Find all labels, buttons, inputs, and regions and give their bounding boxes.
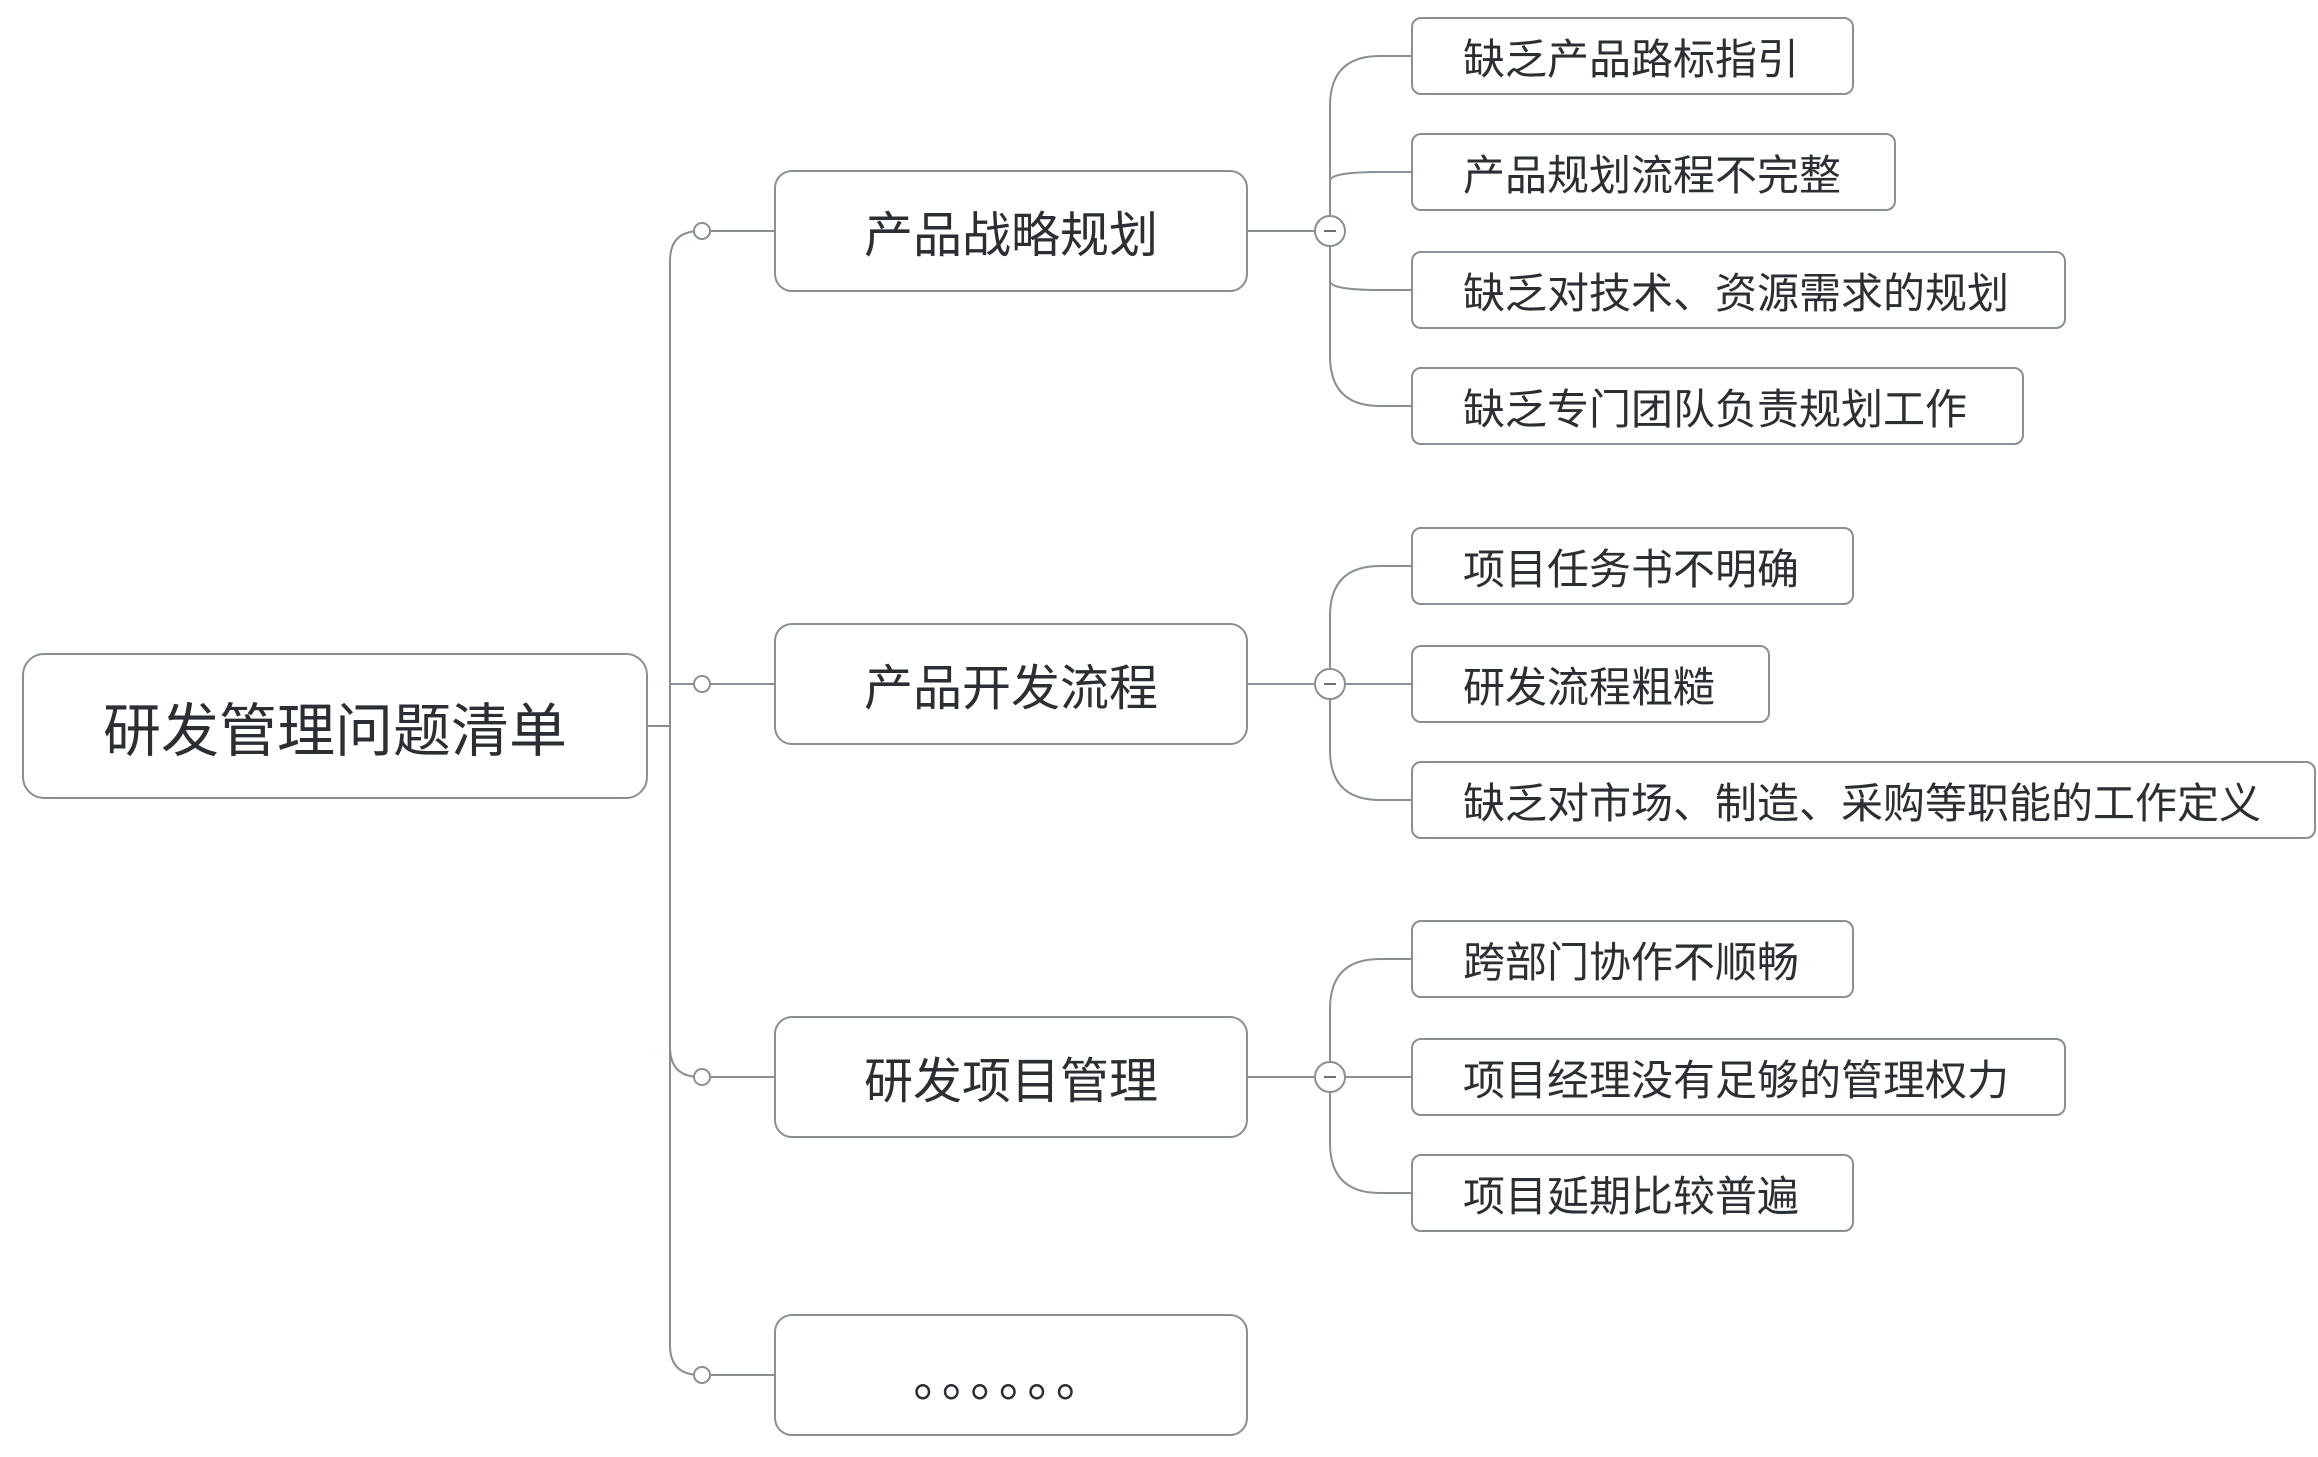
branch-node-development[interactable]: 产品开发流程 (774, 623, 1248, 745)
branch-node-project[interactable]: 研发项目管理 (774, 1016, 1248, 1138)
branch-label: 。。。。。。 (913, 1350, 1109, 1408)
branch-label: 产品战略规划 (863, 206, 1158, 264)
leaf-label: 项目经理没有足够的管理权力 (1463, 1055, 2010, 1105)
branch-connector-dot (693, 222, 711, 240)
branch-label: 产品开发流程 (863, 659, 1158, 717)
collapse-toggle-icon[interactable] (1314, 215, 1346, 247)
leaf-label: 项目任务书不明确 (1463, 544, 1800, 594)
leaf-label: 缺乏对市场、制造、采购等职能的工作定义 (1463, 778, 2262, 828)
leaf-label: 项目延期比较普遍 (1463, 1171, 1800, 1221)
leaf-node[interactable]: 缺乏专门团队负责规划工作 (1411, 367, 2024, 445)
branch-connector-dot (693, 1068, 711, 1086)
leaf-node[interactable]: 项目延期比较普遍 (1411, 1154, 1854, 1232)
leaf-label: 缺乏专门团队负责规划工作 (1463, 384, 1968, 434)
branch-connector-dot (693, 675, 711, 693)
leaf-node[interactable]: 研发流程粗糙 (1411, 645, 1770, 723)
leaf-node[interactable]: 跨部门协作不顺畅 (1411, 920, 1854, 998)
collapse-toggle-icon[interactable] (1314, 1061, 1346, 1093)
leaf-node[interactable]: 项目任务书不明确 (1411, 527, 1854, 605)
leaf-label: 研发流程粗糙 (1463, 662, 1716, 712)
leaf-label: 跨部门协作不顺畅 (1463, 937, 1800, 987)
root-node[interactable]: 研发管理问题清单 (22, 653, 648, 799)
leaf-node[interactable]: 缺乏产品路标指引 (1411, 17, 1854, 95)
leaf-label: 缺乏对技术、资源需求的规划 (1463, 268, 2010, 318)
leaf-node[interactable]: 产品规划流程不完整 (1411, 133, 1896, 211)
branch-node-more[interactable]: 。。。。。。 (774, 1314, 1248, 1436)
collapse-toggle-icon[interactable] (1314, 668, 1346, 700)
leaf-node[interactable]: 缺乏对技术、资源需求的规划 (1411, 251, 2066, 329)
branch-node-strategy[interactable]: 产品战略规划 (774, 170, 1248, 292)
leaf-node[interactable]: 缺乏对市场、制造、采购等职能的工作定义 (1411, 761, 2316, 839)
leaf-label: 缺乏产品路标指引 (1463, 34, 1800, 84)
root-label: 研发管理问题清单 (102, 697, 567, 765)
leaf-node[interactable]: 项目经理没有足够的管理权力 (1411, 1038, 2066, 1116)
branch-label: 研发项目管理 (863, 1052, 1158, 1110)
branch-connector-dot (693, 1366, 711, 1384)
leaf-label: 产品规划流程不完整 (1463, 150, 1842, 200)
